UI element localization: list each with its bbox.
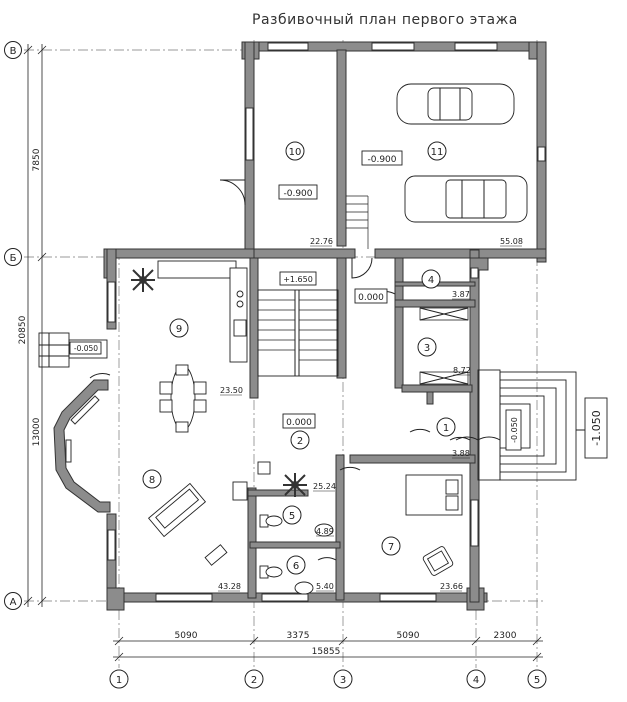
- room-bubble-2: [290, 430, 310, 450]
- area-underlines: [218, 245, 522, 592]
- row-axis-bubbles: В Б А: [4, 41, 22, 610]
- level-room-11: -0.900: [367, 155, 396, 165]
- level-room-10: -0.900: [283, 189, 312, 199]
- room-bubble-4: [421, 269, 441, 289]
- room-bubble-10: [285, 141, 305, 161]
- dim-bottom-5090a: 5090: [175, 631, 198, 641]
- room-bubble-9: [169, 318, 189, 338]
- dim-left-20850: 20850: [18, 315, 28, 344]
- room-num-9: 9: [176, 324, 182, 335]
- axis-bubble-4: [466, 669, 486, 689]
- level-marks: -0.900 -0.900 0.000 0.000: [278, 150, 403, 429]
- dim-bottom-3375: 3375: [287, 631, 310, 641]
- dim-left-13000: 13000: [32, 417, 42, 446]
- level-porch: -0.050: [74, 344, 98, 353]
- sink-6: [294, 581, 314, 595]
- axis-label-2: 2: [251, 675, 257, 686]
- car-top: [396, 83, 515, 125]
- axis-label-1: 1: [116, 675, 122, 686]
- room-area-4: 3.87: [452, 290, 470, 299]
- room-area-11: 55.08: [500, 237, 523, 246]
- room-area-9: 23.50: [220, 386, 243, 395]
- main-stair: +1.650: [257, 271, 339, 377]
- level-outside: -1.050: [590, 410, 603, 445]
- bay-window: [53, 379, 111, 513]
- room-area-1: 3.88: [452, 449, 470, 458]
- room-bubble-7: [381, 536, 401, 556]
- axis-bubble-3: [333, 669, 353, 689]
- axis-bubble-a: [4, 592, 22, 610]
- kitchen-counter: [157, 260, 237, 279]
- dining-table: [159, 364, 207, 433]
- room-num-11: 11: [431, 147, 444, 158]
- room-bubble-11: [427, 141, 447, 161]
- dim-bottom-total: 15855: [312, 647, 341, 657]
- room-num-2: 2: [297, 436, 303, 447]
- axis-grid: [24, 40, 545, 668]
- axis-label-4: 4: [473, 675, 479, 686]
- level-box-10: [278, 184, 318, 200]
- room-num-8: 8: [149, 475, 155, 486]
- porch-right: -0.050 -1.050: [455, 369, 608, 481]
- room-labels: 1 3.88 2 25.24 3 8.72 4 3.87 5 4.89 6 5.…: [142, 141, 523, 591]
- left-dimensions: 7850 20850 13000: [18, 44, 47, 607]
- dim-bottom-5090b: 5090: [397, 631, 420, 641]
- axis-bubble-v: [4, 41, 22, 59]
- bed: [405, 474, 463, 516]
- plant-icon-hall: [283, 473, 307, 497]
- room-num-10: 10: [289, 147, 302, 158]
- axis-bubble-2: [244, 669, 264, 689]
- car-bottom: [404, 175, 528, 223]
- level-box-hall: [282, 413, 316, 429]
- room-bubble-1: [436, 417, 456, 437]
- room-area-6: 5.40: [316, 582, 334, 591]
- level-entry: -0.050: [510, 417, 519, 443]
- armchair: [422, 546, 454, 576]
- bottom-dimensions: 5090 3375 5090 2300 15855: [113, 631, 543, 662]
- windows: [107, 42, 546, 602]
- axis-bubble-1: [109, 669, 129, 689]
- dim-bottom-2300: 2300: [494, 631, 517, 641]
- plan-title: Разбивочный план первого этажа: [252, 12, 518, 28]
- col-axis-bubbles: 1 2 3 4 5: [109, 669, 547, 689]
- room-area-10: 22.76: [310, 237, 333, 246]
- room-bubble-8: [142, 469, 162, 489]
- axis-label-v: В: [10, 46, 17, 57]
- furniture: [131, 83, 528, 595]
- room-area-8: 43.28: [218, 582, 241, 591]
- room-area-7: 23.66: [440, 582, 463, 591]
- room-num-4: 4: [428, 275, 434, 286]
- level-box-11: [361, 150, 403, 166]
- kitchen-counter-side: [229, 267, 248, 363]
- room-num-5: 5: [289, 511, 295, 522]
- dim-left-7850: 7850: [32, 148, 42, 171]
- room-area-3: 8.72: [453, 366, 471, 375]
- axis-bubble-b: [4, 248, 22, 266]
- axis-label-3: 3: [340, 675, 346, 686]
- doors: [219, 179, 471, 561]
- tv-unit: [204, 544, 228, 566]
- room-area-5: 4.89: [316, 527, 334, 536]
- sofa: [147, 482, 207, 538]
- plant-icon: [131, 268, 155, 292]
- axis-label-5: 5: [534, 675, 540, 686]
- room-num-6: 6: [293, 561, 299, 572]
- room-bubble-5: [282, 505, 302, 525]
- garage-stair: [346, 195, 369, 249]
- room-num-3: 3: [424, 343, 430, 354]
- axis-bubble-5: [527, 669, 547, 689]
- axis-label-b: Б: [10, 253, 17, 264]
- level-stair: +1.650: [283, 275, 313, 284]
- level-corridor: 0.000: [358, 293, 384, 303]
- axis-label-a: А: [10, 597, 17, 608]
- room-area-2: 25.24: [313, 482, 336, 491]
- level-hall: 0.000: [286, 418, 312, 428]
- room-bubble-6: [286, 555, 306, 575]
- room-bubble-3: [417, 337, 437, 357]
- level-box-corr: [354, 288, 388, 304]
- porch-left: -0.050: [38, 332, 111, 379]
- room-num-7: 7: [388, 542, 394, 553]
- room-num-1: 1: [443, 423, 449, 434]
